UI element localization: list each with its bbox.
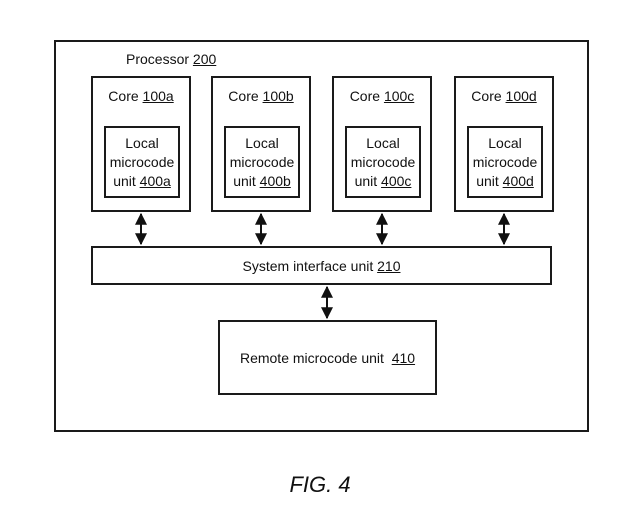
core-box-b: Core 100b Local microcode unit 400b bbox=[211, 76, 311, 212]
lmu-ref-c: 400c bbox=[381, 172, 412, 189]
core-title-a: Core 100a bbox=[93, 88, 189, 104]
core-ref-c: 100c bbox=[383, 88, 415, 104]
lmu-line1-a: Local bbox=[125, 134, 159, 151]
rmu-label: Remote microcode unit bbox=[239, 349, 384, 366]
core-title-d: Core 100d bbox=[456, 88, 552, 104]
local-microcode-unit-b: Local microcode unit 400b bbox=[224, 126, 300, 198]
lmu-line1-d: Local bbox=[488, 134, 522, 151]
siu-ref: 210 bbox=[377, 257, 401, 274]
rmu-ref: 410 bbox=[391, 349, 416, 366]
core-box-c: Core 100c Local microcode unit 400c bbox=[332, 76, 432, 212]
core-label-d: Core bbox=[471, 88, 502, 104]
core-label-a: Core bbox=[108, 88, 139, 104]
core-title-c: Core 100c bbox=[334, 88, 430, 104]
core-label-b: Core bbox=[228, 88, 259, 104]
core-title-b: Core 100b bbox=[213, 88, 309, 104]
lmu-unit-label-c: unit bbox=[354, 172, 378, 189]
lmu-line2-a: microcode bbox=[109, 153, 175, 170]
core-box-d: Core 100d Local microcode unit 400d bbox=[454, 76, 554, 212]
local-microcode-unit-d: Local microcode unit 400d bbox=[467, 126, 543, 198]
lmu-line1-b: Local bbox=[245, 134, 279, 151]
local-microcode-unit-a: Local microcode unit 400a bbox=[104, 126, 180, 198]
lmu-unit-label-d: unit bbox=[476, 172, 499, 189]
lmu-line2-c: microcode bbox=[350, 153, 416, 170]
core-ref-a: 100a bbox=[142, 88, 174, 104]
lmu-unit-label-a: unit bbox=[113, 172, 136, 189]
siu-label: System interface unit bbox=[242, 257, 374, 274]
core-ref-b: 100b bbox=[262, 88, 294, 104]
lmu-ref-b: 400b bbox=[259, 172, 291, 189]
system-interface-unit: System interface unit 210 bbox=[91, 246, 552, 285]
remote-microcode-unit: Remote microcode unit 410 bbox=[218, 320, 437, 395]
local-microcode-unit-c: Local microcode unit 400c bbox=[345, 126, 421, 198]
lmu-line1-c: Local bbox=[366, 134, 400, 151]
core-ref-d: 100d bbox=[505, 88, 537, 104]
lmu-ref-a: 400a bbox=[139, 172, 171, 189]
lmu-line2-b: microcode bbox=[229, 153, 295, 170]
figure-caption: FIG. 4 bbox=[289, 472, 351, 497]
processor-label: Processor 200 bbox=[126, 51, 216, 68]
lmu-line2-d: microcode bbox=[472, 153, 538, 170]
core-label-c: Core bbox=[349, 88, 381, 104]
processor-label-text: Processor bbox=[126, 51, 190, 67]
lmu-ref-d: 400d bbox=[502, 172, 534, 189]
core-box-a: Core 100a Local microcode unit 400a bbox=[91, 76, 191, 212]
processor-ref: 200 bbox=[192, 51, 217, 67]
lmu-unit-label-b: unit bbox=[233, 172, 256, 189]
